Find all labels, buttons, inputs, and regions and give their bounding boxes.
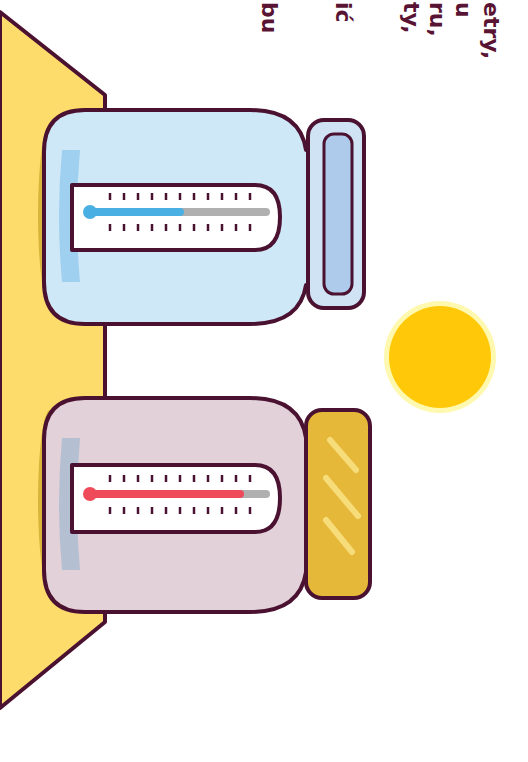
tick bbox=[165, 224, 168, 231]
tick bbox=[249, 193, 252, 200]
tick bbox=[137, 224, 140, 231]
tick bbox=[165, 475, 168, 482]
tick bbox=[193, 475, 196, 482]
jar-body bbox=[44, 398, 312, 612]
tick bbox=[165, 193, 168, 200]
thermometer bbox=[72, 185, 280, 250]
tick bbox=[179, 507, 182, 514]
tick bbox=[137, 475, 140, 482]
tick bbox=[193, 193, 196, 200]
tick bbox=[123, 475, 126, 482]
tick bbox=[207, 507, 210, 514]
tick bbox=[235, 193, 238, 200]
tick bbox=[193, 224, 196, 231]
text-fragment: ić bbox=[330, 2, 356, 23]
tick bbox=[109, 475, 112, 482]
tick bbox=[249, 475, 252, 482]
text-fragment: ru, bbox=[424, 2, 450, 37]
tick bbox=[151, 224, 154, 231]
text-fragment: etry, bbox=[478, 2, 504, 59]
tick bbox=[207, 475, 210, 482]
tick bbox=[165, 507, 168, 514]
tick bbox=[179, 193, 182, 200]
tick bbox=[179, 475, 182, 482]
tick bbox=[109, 224, 112, 231]
tick bbox=[123, 224, 126, 231]
tick bbox=[151, 193, 154, 200]
tick bbox=[249, 507, 252, 514]
tick bbox=[137, 507, 140, 514]
sun-glow bbox=[384, 301, 496, 413]
tick bbox=[137, 193, 140, 200]
tick bbox=[123, 193, 126, 200]
pink-jar bbox=[38, 398, 370, 612]
tick bbox=[221, 507, 224, 514]
jar-lid bbox=[306, 410, 370, 598]
tick bbox=[235, 224, 238, 231]
jar-lid bbox=[308, 120, 364, 308]
tick bbox=[109, 193, 112, 200]
lid-stripes bbox=[326, 440, 358, 552]
tick bbox=[207, 224, 210, 231]
tick bbox=[235, 507, 238, 514]
text-fragment: u bbox=[450, 2, 476, 18]
tick bbox=[249, 224, 252, 231]
tick bbox=[207, 193, 210, 200]
tick bbox=[221, 475, 224, 482]
tick bbox=[193, 507, 196, 514]
tick bbox=[123, 507, 126, 514]
tick bbox=[221, 193, 224, 200]
lid-inner bbox=[324, 134, 352, 294]
sun bbox=[389, 306, 491, 408]
text-fragment: ty, bbox=[398, 2, 424, 34]
tick bbox=[221, 224, 224, 231]
jar-body bbox=[44, 110, 312, 324]
tick bbox=[235, 475, 238, 482]
tick bbox=[109, 507, 112, 514]
tick bbox=[151, 475, 154, 482]
thermometer bbox=[72, 465, 280, 532]
tick bbox=[179, 224, 182, 231]
blue-jar bbox=[38, 110, 364, 324]
text-fragment: bu bbox=[256, 2, 282, 33]
tick bbox=[151, 507, 154, 514]
